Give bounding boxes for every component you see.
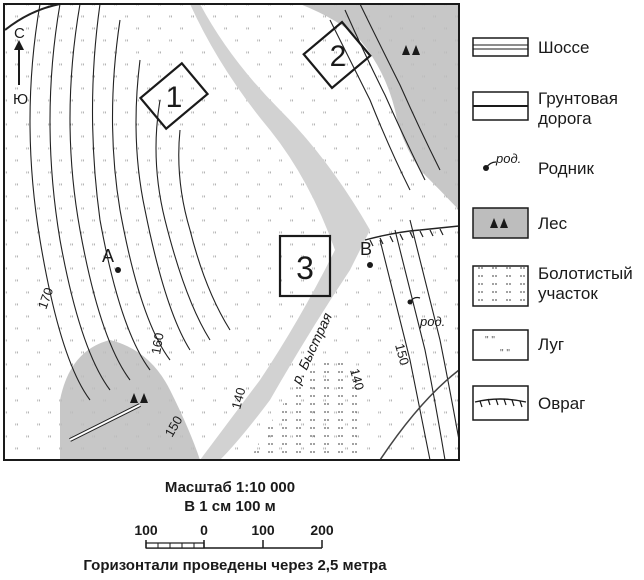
legend-label: Шоссе <box>538 38 590 57</box>
scale-caption: Масштаб 1:10 000 В 1 см 100 м <box>0 478 460 516</box>
point-b-label: В <box>360 239 372 259</box>
section-1-label: 1 <box>166 81 183 114</box>
scale-bar: 100 0 100 200 <box>134 522 334 549</box>
contour-label-150-east: 150 <box>392 342 412 367</box>
svg-text:" ": " " <box>485 335 495 346</box>
tree-icon <box>490 218 508 228</box>
dirt-road <box>379 369 459 460</box>
scale-tick-label: 200 <box>310 522 334 538</box>
map-frame <box>3 3 460 461</box>
legend-item-forest: Лес <box>472 207 568 239</box>
point-b-dot <box>367 262 373 268</box>
north-arrow-icon: С Ю <box>13 25 28 108</box>
section-3-marker: 3 <box>278 234 332 298</box>
section-3-label: 3 <box>296 250 314 286</box>
legend-item-swamp: Болотистый участок <box>472 264 633 307</box>
scale-tick-label: 0 <box>200 522 208 538</box>
contour-label-140-east: 140 <box>347 367 367 392</box>
map-corner-line <box>4 4 61 31</box>
legend-item-dirt-road: Грунтовая дорога <box>472 89 618 128</box>
legend-label: дорога <box>538 109 592 128</box>
legend-label: Лес <box>538 214 568 233</box>
contour-label-160: 160 <box>148 332 167 356</box>
legend-label: Луг <box>538 335 564 354</box>
scale-tick-label: 100 <box>251 522 275 538</box>
legend-item-highway: Шоссе <box>472 37 590 57</box>
compass-south-label: Ю <box>13 91 28 108</box>
scale-title: Масштаб 1:10 000 <box>164 479 296 496</box>
legend-item-meadow: " " " " Луг <box>472 329 564 361</box>
legend-label: Родник <box>538 159 594 178</box>
legend-label: Грунтовая <box>538 89 618 108</box>
contour-label-170: 170 <box>35 286 57 312</box>
point-a-dot <box>115 267 121 273</box>
section-2-label: 2 <box>330 40 347 73</box>
scale-ratio: В 1 см 100 м <box>184 498 276 515</box>
contour-interval-note: Горизонтали проведены через 2,5 метра <box>83 557 387 574</box>
point-a-label: А <box>102 246 114 266</box>
spring-label-on-map: род. <box>419 314 445 329</box>
scale-tick-label: 100 <box>134 522 158 538</box>
legend-label: Овраг <box>538 394 585 413</box>
tree-icon <box>402 45 420 59</box>
forest-area-north <box>300 4 459 210</box>
svg-text:" ": " " <box>500 348 510 359</box>
tree-icon <box>130 393 148 403</box>
contour-label-140-west: 140 <box>228 386 248 411</box>
river-band <box>190 4 370 460</box>
ravine <box>364 225 459 241</box>
legend: Шоссе Грунтовая дорога род. Родник Лес Б… <box>472 37 633 421</box>
spring-symbol-on-map: род. <box>407 296 445 329</box>
section-2-marker: 2 <box>302 20 372 90</box>
legend-label: участок <box>538 284 598 303</box>
swamp-area <box>250 357 365 460</box>
map-area: 1 2 3 А В 170 160 150 140 140 150 р. Быс… <box>4 4 459 460</box>
contour-lines <box>29 4 459 460</box>
legend-item-spring: род. Родник <box>483 151 594 178</box>
legend-spring-glyph: род. <box>495 151 521 166</box>
legend-item-ravine: Овраг <box>472 385 585 421</box>
forest-area-south <box>60 340 200 460</box>
section-1-marker: 1 <box>138 61 210 131</box>
legend-label: Болотистый <box>538 264 633 283</box>
compass-north-label: С <box>14 25 25 42</box>
